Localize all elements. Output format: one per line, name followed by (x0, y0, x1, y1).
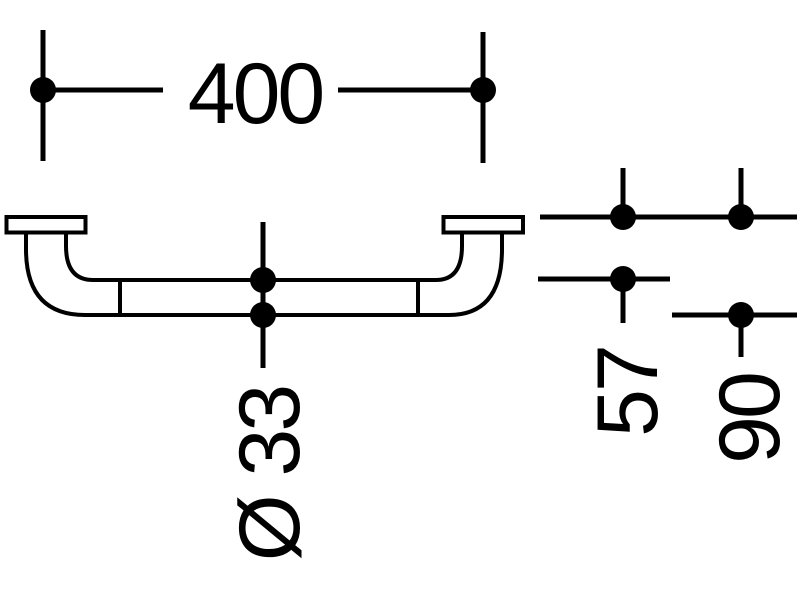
dimension-dot-right (470, 77, 496, 103)
dimension-dot-left (30, 77, 56, 103)
diameter-dimension-label: Ø 33 (222, 387, 318, 562)
wall-reference-line (540, 168, 797, 230)
length-dimension-label: 400 (188, 46, 323, 142)
wall-dot-right (728, 204, 754, 230)
dimension-57: 57 (538, 266, 676, 437)
offset-bottom-dimension-label: 90 (702, 374, 798, 464)
left-wall-flange (4, 215, 88, 235)
dimension-diameter: Ø 33 (222, 222, 318, 561)
diameter-dot-top (250, 267, 276, 293)
right-wall-flange (441, 215, 525, 235)
dimension-90: 90 (672, 302, 798, 464)
diameter-dot-bottom (250, 302, 276, 328)
offset-top-dimension-label: 57 (580, 347, 676, 437)
dimension-length: 400 (30, 30, 496, 163)
wall-dot-left (610, 204, 636, 230)
